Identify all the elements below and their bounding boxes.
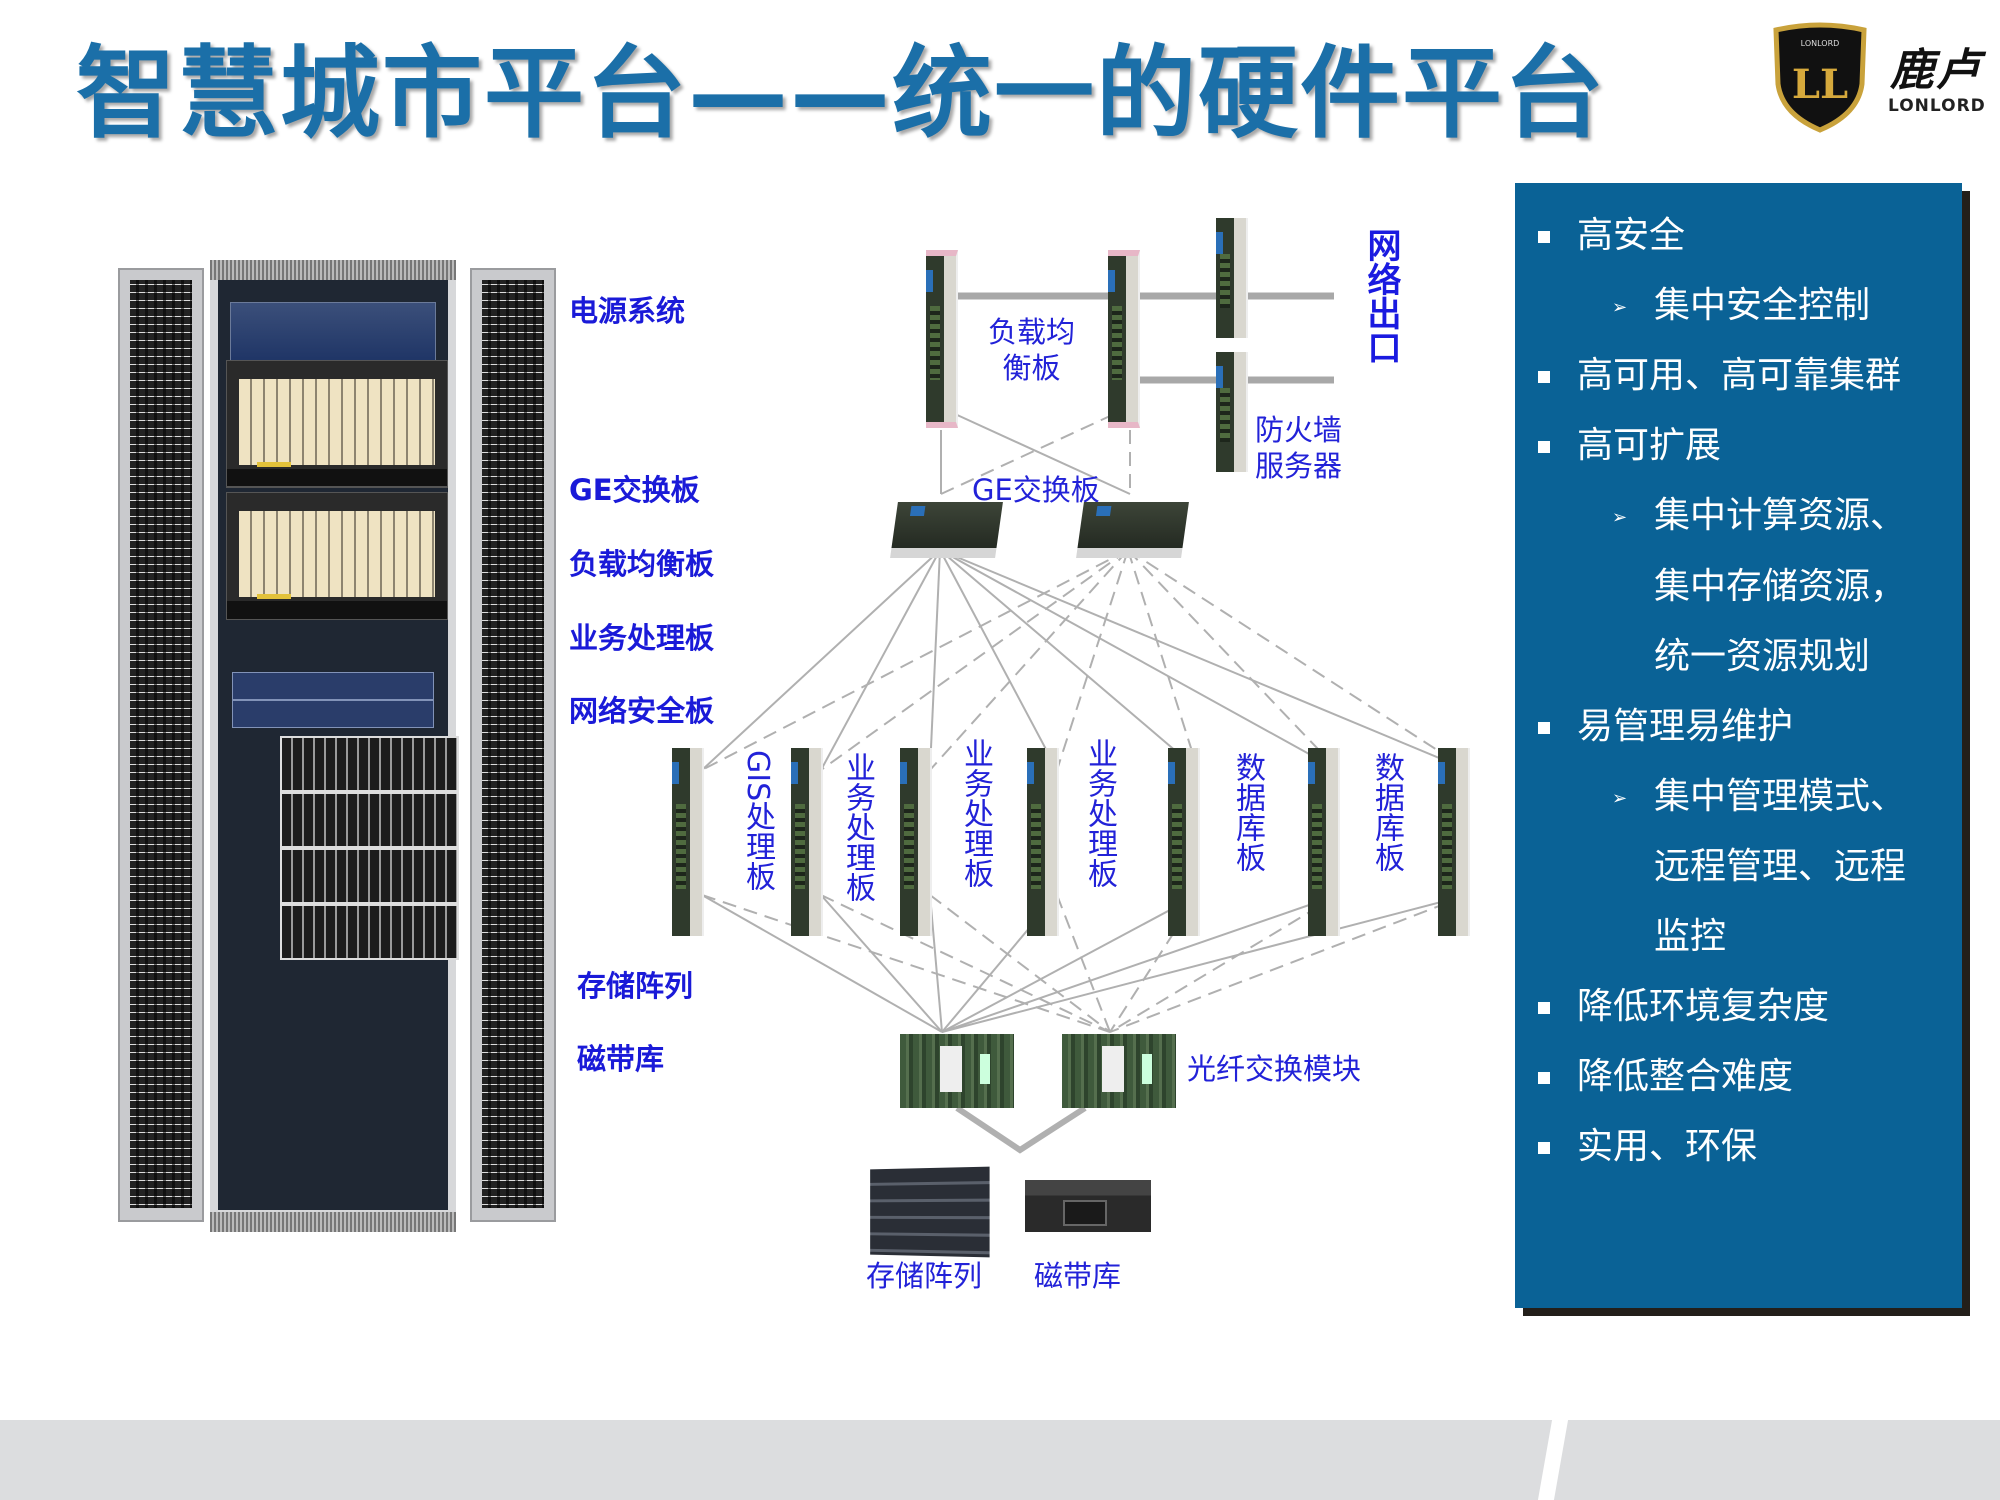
load-balancer-label-line: 负载均 [988,314,1075,350]
panel-bullet-item: 易管理易维护 [1577,707,1793,747]
panel-bullet-item: 高可用、高可靠集群 [1577,356,1901,396]
panel-sub-item: 集中管理模式、 [1654,777,1906,817]
blade-label-database: 数据库板 [1230,752,1264,872]
dashed-link-line [821,550,1128,770]
dashed-link-line [930,550,1128,770]
fiber-switch-module [1062,1034,1176,1108]
panel-sub-item: 集中存储资源， [1654,567,1906,607]
solid-link-line [930,550,940,770]
bullet-square-icon [1538,231,1550,243]
firewall-label-line: 服务器 [1255,448,1342,484]
dashed-link-line [1110,895,1468,1032]
service-blade-card [900,748,932,936]
dashed-link-line [821,895,1110,1032]
bullet-square-icon [1538,1072,1550,1084]
ge-switch-card [1076,502,1189,558]
panel-bullet-item: 降低整合难度 [1577,1057,1793,1097]
network-exit-label: 网络出口 [1364,228,1398,364]
panel-bullet-item: 高可扩展 [1577,426,1721,466]
solid-link-line [942,895,1338,1032]
blade-label-gis: GIS处理板 [740,750,774,891]
storage-array-image [870,1167,989,1258]
firewall-label: 防火墙 服务器 [1255,412,1342,484]
load-balancer-card [1108,250,1140,428]
bullet-square-icon [1538,441,1550,453]
sub-bullet-arrow-icon: ➢ [1612,297,1627,318]
sub-bullet-arrow-icon: ➢ [1612,788,1627,809]
footer-band [0,1420,2000,1500]
blade-label-service: 业务处理板 [958,738,992,888]
panel-sub-item: 集中安全控制 [1654,286,1870,326]
blade-label-database: 数据库板 [1369,752,1403,872]
service-blade-card [1438,748,1470,936]
fiber-switch-module [900,1034,1014,1108]
panel-sub-item: 集中计算资源、 [1654,496,1906,536]
dashed-link-line [1128,550,1468,770]
solid-link-line [942,895,1198,1032]
panel-sub-item: 远程管理、远程 [1654,847,1906,887]
sub-bullet-arrow-icon: ➢ [1612,507,1627,528]
dashed-link-line [1110,895,1338,1032]
network-exit-card [1216,218,1248,338]
bullet-square-icon [1538,722,1550,734]
blade-label-service: 业务处理板 [1082,738,1116,888]
load-balancer-label: 负载均 衡板 [988,314,1075,386]
tape-library-label: 磁带库 [1034,1258,1121,1294]
load-balancer-card [926,250,958,428]
dashed-link-line [702,550,1128,770]
panel-bullet-item: 降低环境复杂度 [1577,987,1829,1027]
service-blade-card [1168,748,1200,936]
storage-array-label: 存储阵列 [866,1258,982,1294]
bullet-square-icon [1538,371,1550,383]
solid-link-line [702,550,940,770]
load-balancer-label-line: 衡板 [988,350,1075,386]
panel-sub-item: 监控 [1654,917,1726,957]
service-blade-card [1027,748,1059,936]
storage-link-line [957,1108,1085,1150]
tape-library-image [1025,1180,1151,1232]
panel-sub-item: 统一资源规划 [1654,637,1870,677]
service-blade-card [672,748,704,936]
blade-label-service: 业务处理板 [840,752,874,902]
firewall-card [1216,352,1248,472]
service-blade-card [1308,748,1340,936]
panel-bullet-item: 实用、环保 [1577,1127,1757,1167]
bullet-square-icon [1538,1002,1550,1014]
bullet-square-icon [1538,1142,1550,1154]
firewall-label-line: 防火墙 [1255,412,1342,448]
service-blade-card [791,748,823,936]
solid-link-line [821,550,940,770]
fiber-switch-label: 光纤交换模块 [1187,1051,1361,1087]
ge-switch-card [890,502,1003,558]
panel-bullet-item: 高安全 [1577,216,1685,256]
solid-link-line [940,550,1468,770]
